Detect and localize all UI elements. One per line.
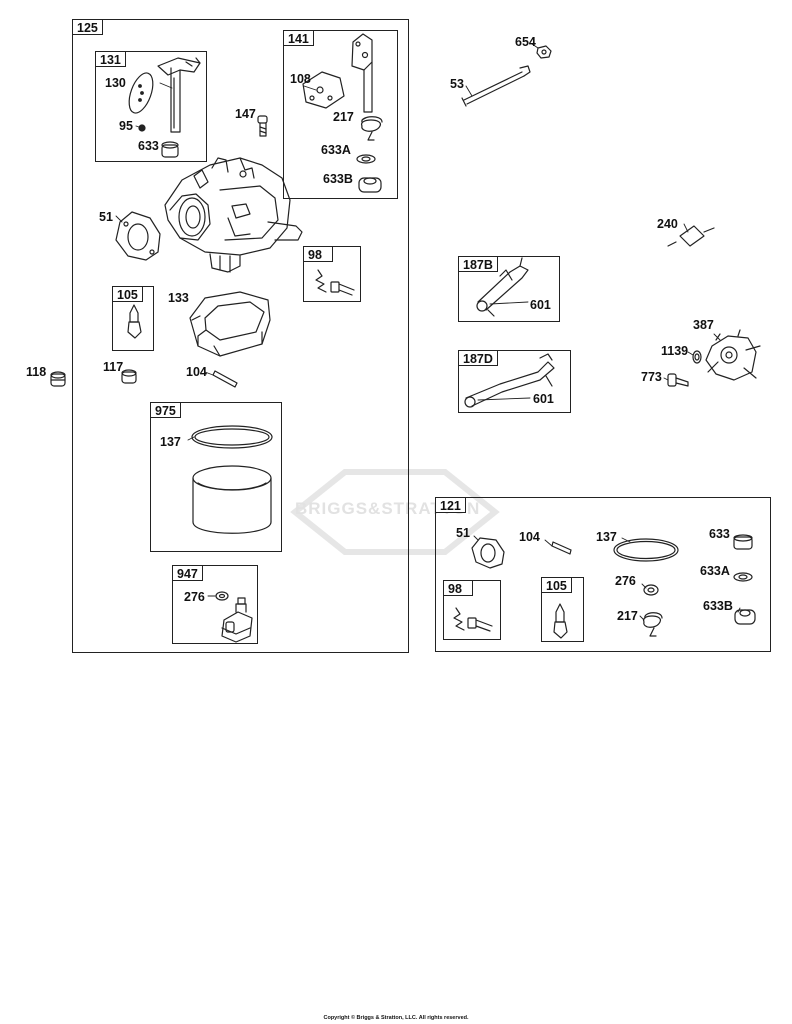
watermark-text: BRIGGS&STRATTON: [295, 499, 481, 518]
group-187B-box: 187B: [458, 256, 560, 322]
group-975-label: 975: [150, 402, 181, 418]
leader-lines: [115, 43, 741, 621]
kit-group-98-label: 98: [443, 580, 473, 596]
part-label-133: 133: [168, 291, 189, 305]
seal-633A-drawing: [356, 154, 376, 164]
group-121-box: 121: [435, 497, 771, 652]
part-label-108: 108: [290, 72, 311, 86]
kit-spring-screw-98-drawing: [453, 607, 493, 632]
kit-seal-633-drawing: [733, 534, 753, 550]
spring-217-drawing: [361, 116, 383, 141]
part-117-drawing: [121, 369, 137, 384]
group-131-box: 131: [95, 51, 207, 162]
part-label-654: 654: [515, 35, 536, 49]
solenoid-drawing: [221, 597, 253, 643]
screw-773-drawing: [667, 373, 689, 387]
group-105-label: 105: [112, 286, 143, 302]
kit-label-137: 137: [596, 530, 617, 544]
kit-label-104: 104: [519, 530, 540, 544]
group-105-box: 105: [112, 286, 154, 351]
part-label-217: 217: [333, 110, 354, 124]
kit-seal-633B-drawing: [734, 609, 756, 625]
bowl-drawing: [192, 465, 272, 534]
part-label-633: 633: [138, 139, 159, 153]
brand-watermark: [290, 469, 500, 555]
group-947-box: 947: [172, 565, 258, 644]
part-label-276: 276: [184, 590, 205, 604]
screw-147-drawing: [257, 115, 268, 137]
kit-washer-276-drawing: [643, 584, 659, 596]
seal-633B-drawing: [358, 177, 382, 193]
kit-seal-633A-drawing: [733, 572, 753, 582]
group-141-label: 141: [283, 30, 314, 46]
copyright-footer: Copyright © Briggs & Stratton, LLC. All …: [323, 1015, 469, 1021]
part-label-147: 147: [235, 107, 256, 121]
group-131-label: 131: [95, 51, 126, 67]
kit-label-633: 633: [709, 527, 730, 541]
group-975-box: 975: [150, 402, 282, 552]
group-187B-label: 187B: [458, 256, 498, 272]
group-947-label: 947: [172, 565, 203, 581]
part-label-240: 240: [657, 217, 678, 231]
nut-654-drawing: [536, 45, 552, 59]
kit-needle-105-drawing: [553, 603, 568, 639]
filter-240-drawing: [667, 225, 715, 247]
kit-group-105-label: 105: [541, 577, 572, 593]
group-187D-box: 187D: [458, 350, 571, 413]
part-label-51: 51: [99, 210, 113, 224]
link-rod-53-drawing: [461, 65, 531, 107]
linkage-187B-drawing: [476, 257, 529, 317]
kit-label-633B: 633B: [703, 599, 733, 613]
part-label-137: 137: [160, 435, 181, 449]
group-187D-label: 187D: [458, 350, 498, 366]
part-118-drawing: [50, 371, 66, 387]
fuel-pump-387-drawing: [705, 329, 761, 381]
spring-screw-98-drawing: [315, 269, 355, 296]
part-label-601-d: 601: [533, 392, 554, 406]
part-label-1139: 1139: [661, 344, 689, 358]
kit-spring-217-drawing: [643, 612, 663, 637]
washer-1139-drawing: [692, 350, 702, 364]
group-121-label: 121: [435, 497, 466, 513]
kit-group-98-box: 98: [443, 580, 501, 640]
part-label-387: 387: [693, 318, 714, 332]
group-125-label: 125: [72, 19, 103, 35]
linkage-187D-drawing: [464, 353, 555, 408]
kit-label-217: 217: [617, 609, 638, 623]
throttle-shaft-drawing: [128, 57, 201, 133]
part-label-601-b: 601: [530, 298, 551, 312]
part-label-118: 118: [26, 365, 47, 379]
part-label-633A: 633A: [321, 143, 351, 157]
part-label-104: 104: [186, 365, 207, 379]
kit-label-51: 51: [456, 526, 470, 540]
kit-gasket-137-drawing: [613, 538, 679, 562]
needle-105-drawing: [127, 304, 142, 339]
kit-label-276: 276: [615, 574, 636, 588]
pin-104-drawing: [212, 370, 238, 388]
washer-276-drawing: [215, 591, 229, 601]
group-98-box: 98: [303, 246, 361, 302]
kit-pin-104-drawing: [551, 541, 572, 555]
part-label-95: 95: [119, 119, 133, 133]
float-133-drawing: [189, 291, 271, 357]
part-label-130: 130: [105, 76, 126, 90]
part-label-633B: 633B: [323, 172, 353, 186]
kit-label-633A: 633A: [700, 564, 730, 578]
group-98-label: 98: [303, 246, 333, 262]
kit-group-105-box: 105: [541, 577, 584, 642]
part-label-53: 53: [450, 77, 464, 91]
bowl-gasket-137-drawing: [191, 425, 273, 449]
screw-95-drawing: [138, 124, 146, 132]
carburetor-body-drawing: [164, 157, 303, 273]
seal-633-drawing: [161, 141, 179, 158]
group-141-box: 141: [283, 30, 398, 199]
group-125-box: 125: [72, 19, 409, 653]
kit-gasket-51-drawing: [471, 537, 505, 569]
gasket-51-drawing: [115, 211, 161, 261]
part-label-117: 117: [103, 360, 124, 374]
part-label-773: 773: [641, 370, 662, 384]
choke-shaft-drawing: [302, 33, 373, 113]
